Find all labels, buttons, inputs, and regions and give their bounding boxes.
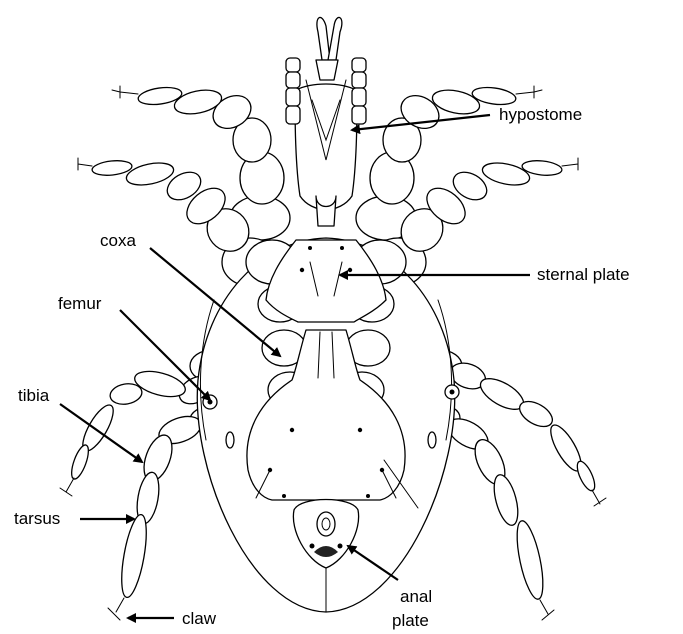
label-hypostome: hypostome	[499, 105, 582, 124]
label-femur: femur	[58, 294, 102, 313]
label-anal-plate-line1: anal	[400, 587, 432, 606]
label-claw: claw	[182, 609, 217, 628]
palp-left	[286, 58, 300, 124]
label-anal-plate-line2: plate	[392, 611, 429, 630]
label-tarsus: tarsus	[14, 509, 60, 528]
gnathosoma	[286, 17, 366, 226]
palp-right	[352, 58, 366, 124]
label-coxa: coxa	[100, 231, 136, 250]
label-tibia: tibia	[18, 386, 50, 405]
label-sternal-plate: sternal plate	[537, 265, 630, 284]
